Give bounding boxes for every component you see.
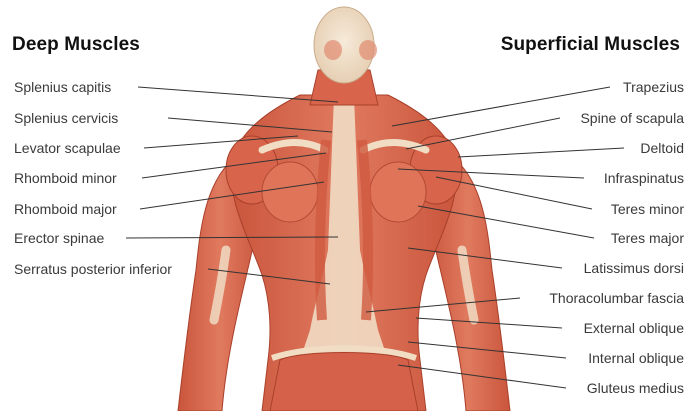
right-ear-muscle [359,40,377,60]
label-infraspinatus: Infraspinatus [604,170,684,186]
label-teres-minor: Teres minor [611,201,684,217]
superficial-muscles-heading: Superficial Muscles [501,34,680,56]
left-ear-muscle [324,40,342,60]
label-splenius-cervicis: Splenius cervicis [14,110,118,126]
erector-right [362,140,368,320]
label-splenius-capitis: Splenius capitis [14,79,111,95]
label-deltoid: Deltoid [640,140,684,156]
label-latissimus-dorsi: Latissimus dorsi [584,260,684,276]
label-gluteus-medius: Gluteus medius [587,380,684,396]
gluteus [270,353,418,411]
deep-muscles-heading: Deep Muscles [12,34,140,56]
erector-left [320,140,326,320]
left-infraspinatus [262,162,318,222]
label-teres-major: Teres major [611,230,684,246]
label-rhomboid-minor: Rhomboid minor [14,170,117,186]
label-levator-scapulae: Levator scapulae [14,140,121,156]
label-thoracolumbar-fascia: Thoracolumbar fascia [549,290,684,306]
label-rhomboid-major: Rhomboid major [14,201,117,217]
label-serratus-posterior-inferior: Serratus posterior inferior [14,261,172,277]
label-spine-of-scapula: Spine of scapula [580,110,684,126]
label-internal-oblique: Internal oblique [588,350,684,366]
label-external-oblique: External oblique [584,320,684,336]
label-trapezius: Trapezius [623,79,684,95]
label-erector-spinae: Erector spinae [14,230,104,246]
right-infraspinatus [370,162,426,222]
